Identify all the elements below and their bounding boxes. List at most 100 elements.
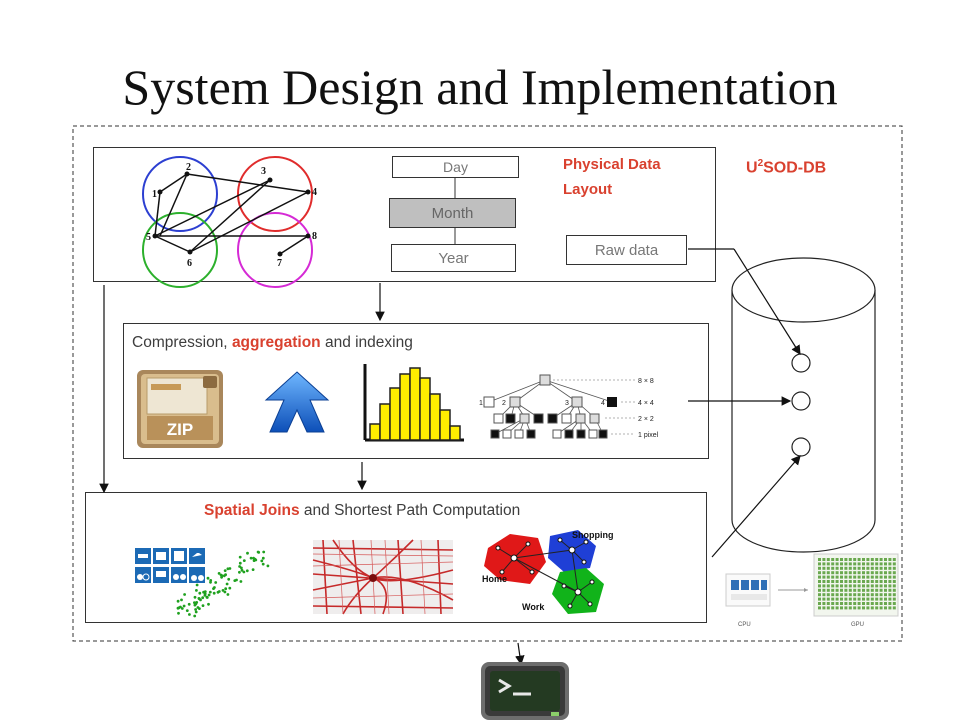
gpu-core — [866, 580, 870, 583]
gpu-core — [831, 597, 835, 601]
gpu-core — [866, 593, 870, 597]
gpu-core — [862, 602, 865, 605]
gpu-core — [853, 588, 857, 592]
gpu-core — [879, 566, 883, 570]
gpu-core — [888, 562, 892, 566]
scatter-point — [221, 589, 225, 592]
gpu-core — [848, 571, 852, 575]
gpu-core — [862, 606, 865, 610]
scatter-point — [193, 603, 197, 607]
gpu-core — [875, 575, 879, 579]
gpu-core — [862, 597, 865, 601]
scatter-point — [180, 607, 184, 610]
quadtree-index-icon: 1 2 3 4 8 × 8 4 × 4 2 × 2 1 pixel — [479, 374, 659, 439]
gpu-core — [875, 566, 879, 570]
gpu-core — [835, 580, 839, 583]
scatter-point — [261, 556, 265, 560]
region-label-home: Home — [482, 574, 507, 584]
gpu-core — [848, 602, 852, 605]
scatter-point — [182, 604, 186, 608]
graph-node-2: 2 — [186, 162, 191, 173]
gpu-core — [831, 584, 835, 588]
scatter-point — [260, 559, 264, 563]
scatter-point — [242, 559, 246, 562]
gpu-core — [848, 558, 852, 561]
gpu-core — [862, 566, 865, 570]
gpu-core — [884, 606, 887, 610]
gpu-core — [844, 593, 848, 597]
cpu-gpu-figure: CPU GPU — [725, 553, 899, 628]
gpu-core — [826, 580, 830, 583]
spatial-points-scatter — [176, 550, 270, 618]
gpu-core — [831, 562, 835, 566]
scatter-point — [206, 576, 210, 580]
gpu-core — [884, 566, 887, 570]
gpu-core — [818, 580, 821, 583]
scatter-point — [203, 590, 207, 593]
gpu-core — [848, 593, 852, 597]
gpu-core — [870, 575, 874, 579]
gpu-core — [826, 558, 830, 561]
regions-path-diagram: Shopping Home Work — [482, 530, 614, 614]
zip-archive-icon: ZIP — [137, 370, 223, 448]
scatter-point — [176, 599, 180, 603]
gpu-core — [888, 571, 892, 575]
gpu-core — [857, 602, 861, 605]
scatter-point — [240, 566, 243, 570]
gpu-core — [857, 593, 861, 597]
scatter-point — [208, 590, 212, 594]
gpu-core — [870, 580, 874, 583]
gpu-core — [848, 588, 852, 592]
gpu-core — [822, 566, 826, 570]
gpu-core — [892, 602, 896, 605]
gpu-core — [879, 593, 883, 597]
gpu-core — [835, 597, 839, 601]
quadtree-level-4x4: 4 × 4 — [638, 400, 654, 407]
gpu-core — [884, 602, 887, 605]
scatter-point — [240, 568, 244, 572]
gpu-core — [892, 566, 896, 570]
scatter-point — [227, 577, 231, 581]
scatter-point — [198, 607, 201, 610]
scatter-point — [246, 551, 249, 555]
gpu-core — [826, 562, 830, 566]
scatter-point — [207, 593, 211, 597]
gpu-core — [857, 580, 861, 583]
gpu-core — [862, 584, 865, 588]
compression-label: Compression, aggregation and indexing — [132, 334, 413, 351]
gpu-core — [853, 597, 857, 601]
database-label: U2SOD-DB — [746, 158, 827, 177]
gpu-core — [866, 588, 870, 592]
gpu-core — [879, 580, 883, 583]
graph-node-1: 1 — [152, 189, 157, 200]
gpu-core — [853, 593, 857, 597]
gpu-core — [844, 588, 848, 592]
scatter-point — [177, 611, 180, 615]
scatter-point — [249, 556, 253, 560]
road-network-map — [312, 539, 454, 615]
gpu-core — [831, 588, 835, 592]
gpu-core — [853, 566, 857, 570]
gpu-core — [826, 571, 830, 575]
scatter-point — [195, 589, 198, 592]
scatter-point — [225, 582, 229, 586]
gpu-core — [879, 575, 883, 579]
gpu-core — [826, 593, 830, 597]
scatter-point — [183, 593, 186, 596]
gpu-core — [892, 571, 896, 575]
gpu-core — [848, 580, 852, 583]
gpu-core — [857, 571, 861, 575]
scatter-point — [217, 572, 221, 575]
gpu-core — [840, 566, 843, 570]
gpu-core — [879, 588, 883, 592]
gpu-core — [884, 588, 887, 592]
gpu-core — [826, 588, 830, 592]
scatter-point — [179, 605, 182, 609]
gpu-core — [840, 575, 843, 579]
zip-label: ZIP — [167, 420, 193, 439]
gpu-core — [844, 558, 848, 561]
scatter-point — [176, 606, 180, 610]
